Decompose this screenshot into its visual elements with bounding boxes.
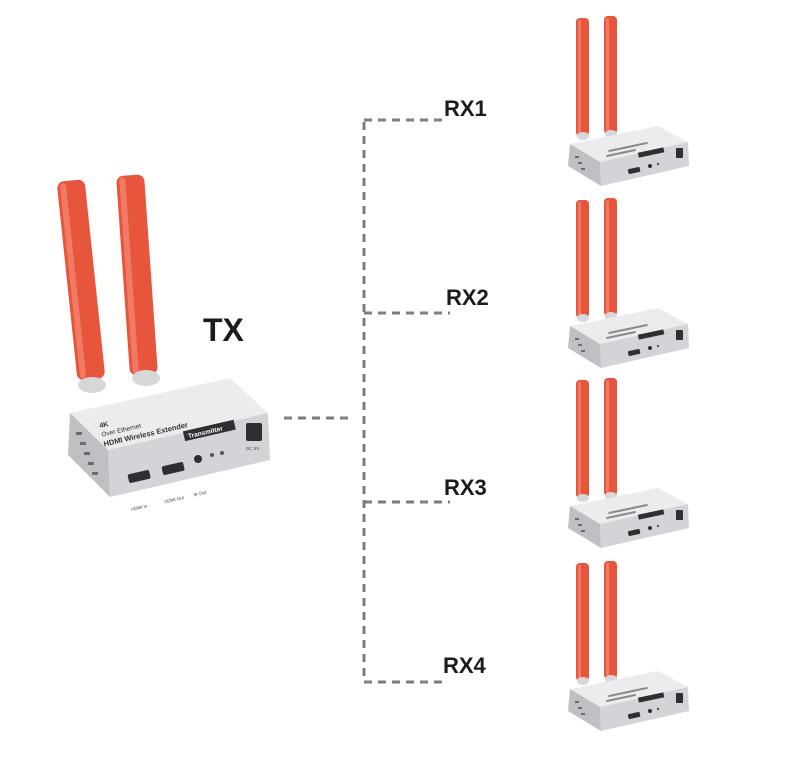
rx4-device (568, 561, 689, 731)
tx-vents (76, 432, 98, 475)
tx-port-power (246, 423, 262, 441)
tx-role-box (182, 419, 236, 442)
tx-antenna-right (116, 174, 160, 386)
rx3-device (568, 378, 689, 548)
tx-port-hdmi-out-label: HDMI Out (164, 495, 185, 505)
tx-led-1 (210, 453, 214, 457)
tx-label: TX (203, 312, 245, 348)
tx-port-power-label: DC 5V (246, 446, 259, 451)
tx-port-hdmi-in-label: HDMI In (131, 503, 149, 512)
tx-port-hdmi-out (161, 462, 185, 475)
tx-badge: 4K (99, 421, 109, 430)
rx4-label: RX4 (443, 653, 487, 678)
rx1-device (568, 16, 689, 186)
tx-antenna-left (57, 179, 106, 393)
tx-port-ir-out-label: IR Out (193, 490, 208, 498)
tx-port-ir-out (194, 455, 202, 463)
tx-led-2 (220, 451, 224, 455)
rx3-label: RX3 (444, 475, 487, 500)
transmitter-device: 4K Over Ethernet HDMI Wireless Extender … (57, 174, 270, 512)
rx2-device (568, 198, 689, 368)
rx2-label: RX2 (446, 285, 489, 310)
tx-body-top (70, 378, 268, 450)
rx1-label: RX1 (444, 96, 487, 121)
tx-port-hdmi-in (127, 470, 151, 483)
connector-lines (284, 118, 450, 684)
